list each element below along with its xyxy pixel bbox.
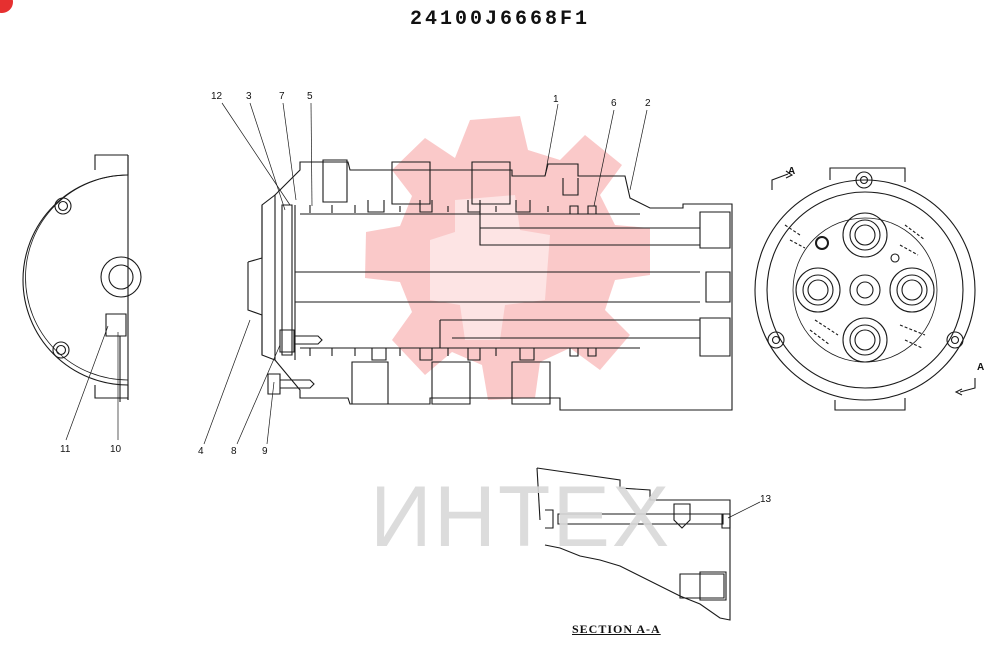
callout-6: 6 <box>611 98 617 109</box>
watermark-logo-inner <box>430 195 550 340</box>
callout-8: 8 <box>231 446 237 457</box>
watermark-text: ИНТЕХ <box>370 469 672 565</box>
callout-5: 5 <box>307 91 313 102</box>
callout-4: 4 <box>198 446 204 457</box>
callout-3: 3 <box>246 91 252 102</box>
callout-13: 13 <box>760 494 772 505</box>
section-marker-bottom: A <box>977 362 985 373</box>
section-a-a-label: SECTION A-A <box>572 622 661 636</box>
right-end-view <box>755 168 975 410</box>
section-marker-top: A <box>788 166 796 177</box>
callout-9: 9 <box>262 446 268 457</box>
main-section-view <box>204 103 732 444</box>
callout-10: 10 <box>110 444 122 455</box>
callout-7: 7 <box>279 91 285 102</box>
callout-11: 11 <box>60 444 71 455</box>
left-end-view <box>23 155 141 440</box>
drawing-title: 24100J6668F1 <box>409 8 591 31</box>
corner-badge <box>0 0 13 13</box>
callout-12: 12 <box>211 91 223 102</box>
callout-2: 2 <box>645 98 651 109</box>
callout-1: 1 <box>553 94 559 105</box>
section-a-a-view <box>537 468 760 620</box>
